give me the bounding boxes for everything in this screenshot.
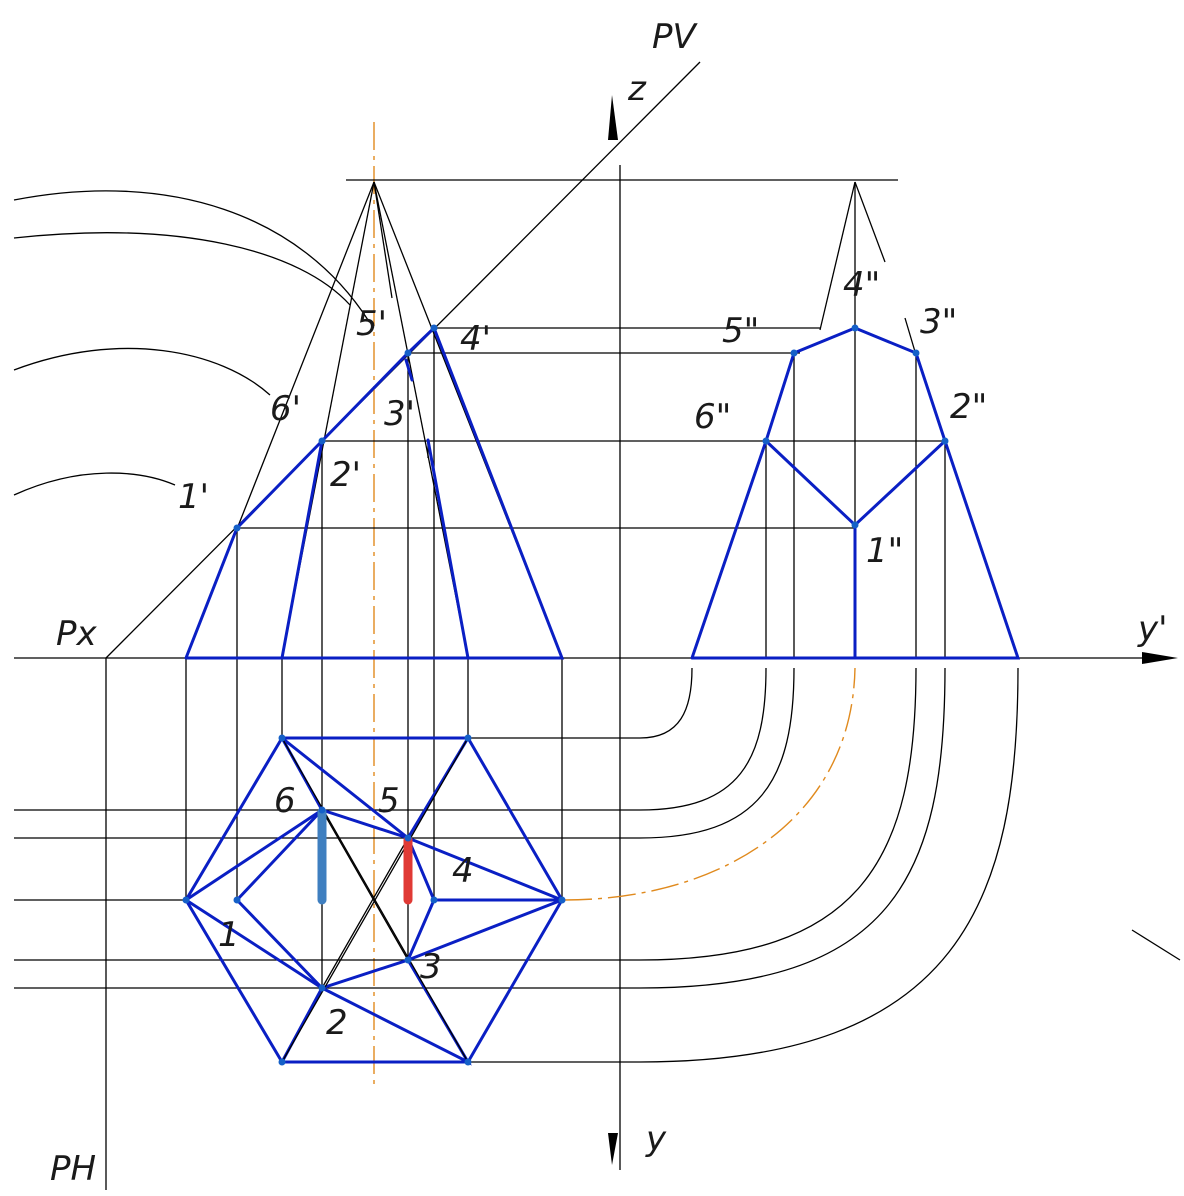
- label-pv: PV: [652, 17, 699, 57]
- label-1-prime: 1': [178, 477, 209, 517]
- label-point-3: 3: [420, 947, 442, 987]
- dot-hex-c: [182, 896, 190, 904]
- labels: PV z Px PH y y' 1' 2' 3' 4' 5' 6' 1" 2" …: [50, 17, 1167, 1189]
- arc-1-prime: [13, 472, 176, 496]
- top-diag-d: [321, 837, 409, 989]
- dot-3: [404, 956, 412, 964]
- top-lower-lines: [184, 898, 324, 1064]
- stray-stroke: [1131, 929, 1181, 961]
- label-4-prime: 4': [460, 319, 491, 359]
- dot-hex-f: [464, 1058, 472, 1066]
- symmetry-axes: [373, 122, 856, 1090]
- label-ph: PH: [50, 1149, 96, 1189]
- arc-1062: [639, 667, 1019, 1063]
- transfer-arc-axis: [563, 667, 856, 901]
- side-section-outline: [690, 326, 1021, 660]
- front-edge-3: [426, 438, 470, 660]
- dot-hex-b: [464, 734, 472, 742]
- arc-988: [639, 667, 946, 989]
- y-prime-axis-arrow-icon: [1142, 652, 1178, 664]
- y-axis-arrow-icon: [608, 1133, 618, 1165]
- dot-1: [233, 896, 241, 904]
- label-y: y: [645, 1119, 667, 1159]
- dot-hex-a: [278, 734, 286, 742]
- label-point-2: 2: [326, 1003, 348, 1043]
- label-2-prime: 2': [330, 455, 361, 495]
- dot-1p: [233, 524, 241, 532]
- top-diag-c: [321, 809, 409, 961]
- label-2-double-prime: 2": [950, 387, 987, 427]
- label-3-double-prime: 3": [920, 302, 957, 342]
- dot-3p: [404, 349, 412, 357]
- dot-5pp: [790, 349, 798, 357]
- edge-front-5: [373, 181, 393, 299]
- label-5-double-prime: 5": [722, 311, 759, 351]
- dot-1pp: [851, 521, 859, 529]
- front-edge-2: [280, 439, 324, 660]
- label-point-5: 5: [378, 781, 400, 821]
- construction-arcs-left: [13, 190, 369, 496]
- front-view-construction: [185, 179, 945, 988]
- side-edge-right-lower: [904, 317, 917, 356]
- side-edge-right: [854, 181, 886, 263]
- dot-6: [318, 806, 326, 814]
- top-diag-b: [281, 737, 469, 1063]
- dot-hex-d: [558, 896, 566, 904]
- point-markers: [182, 324, 949, 1066]
- top-view-transfer-lines: [14, 667, 1181, 1063]
- label-6-double-prime: 6": [694, 397, 731, 437]
- label-point-4: 4: [452, 851, 474, 891]
- label-point-6: 6: [274, 781, 296, 821]
- arc-4-prime: [13, 232, 351, 306]
- label-point-1: 1: [218, 915, 240, 955]
- side-edge-left: [819, 181, 856, 331]
- arc-5-prime: [13, 190, 369, 321]
- label-6-prime: 6': [270, 389, 301, 429]
- label-y-prime: y': [1137, 609, 1167, 649]
- dot-2: [318, 984, 326, 992]
- dot-2p: [318, 437, 326, 445]
- dot-2pp: [941, 437, 949, 445]
- top-right-diag: [406, 836, 564, 902]
- label-1-double-prime: 1": [866, 531, 903, 571]
- dot-3pp: [912, 349, 920, 357]
- dot-4p: [430, 324, 438, 332]
- projection-axes: [14, 61, 1178, 1190]
- dot-6pp: [762, 437, 770, 445]
- label-4-double-prime: 4": [843, 265, 880, 305]
- arc-738: [639, 667, 693, 739]
- side-view-construction: [765, 181, 946, 658]
- dot-4pp: [851, 324, 859, 332]
- dot-4: [430, 896, 438, 904]
- arc-960: [639, 667, 917, 961]
- label-3-prime: 3': [384, 394, 415, 434]
- arc-838: [639, 667, 795, 839]
- dot-5: [404, 834, 412, 842]
- front-mark-3: [404, 358, 414, 382]
- z-axis-arrow-icon: [608, 95, 618, 140]
- label-5-prime: 5': [356, 304, 387, 344]
- arc-6-prime: [13, 347, 271, 396]
- label-px: Px: [56, 614, 98, 654]
- dot-hex-e: [278, 1058, 286, 1066]
- label-z: z: [627, 69, 647, 109]
- arc-810: [639, 667, 767, 811]
